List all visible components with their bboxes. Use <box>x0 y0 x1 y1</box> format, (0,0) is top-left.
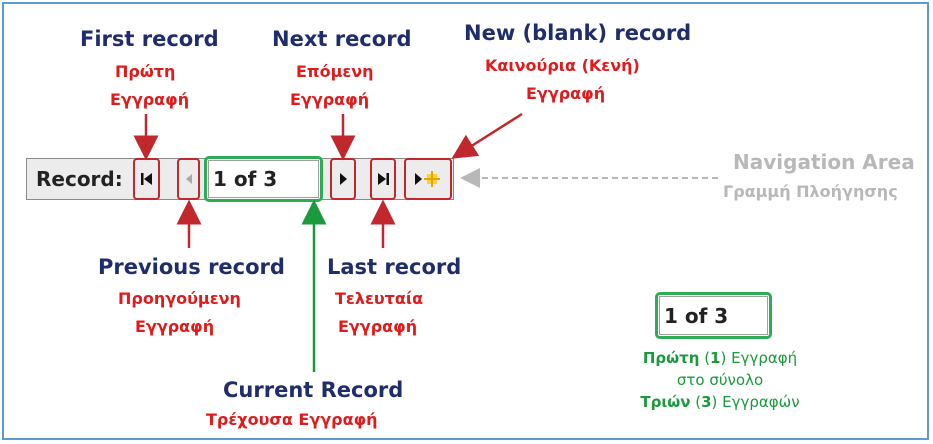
first-record-icon <box>140 173 152 185</box>
example-number: 1 <box>710 349 721 367</box>
next-record-label: Next record <box>272 27 412 51</box>
navigation-area-label: Navigation Area <box>733 150 915 174</box>
example-line-2: στο σύνολο <box>676 371 764 389</box>
arrow-new <box>451 112 523 159</box>
record-label: Record: <box>36 167 123 191</box>
last-record-icon <box>378 173 389 185</box>
new-record-label: New (blank) record <box>464 21 692 45</box>
current-record-greek: Τρέχουσα Εγγραφή <box>206 410 378 429</box>
last-record-label: Last record <box>327 255 462 279</box>
next-record-icon <box>340 173 347 185</box>
example-text: ( <box>699 349 711 367</box>
new-record-greek-2: Εγγραφή <box>526 84 606 103</box>
first-record-label: First record <box>80 27 219 51</box>
previous-record-button[interactable] <box>177 158 200 200</box>
new-record-icon <box>415 171 440 187</box>
example-description: Πρώτη (1) Εγγραφή στο σύνολο Τριών (3) Ε… <box>620 347 820 413</box>
new-record-button[interactable] <box>404 158 452 200</box>
last-record-button[interactable] <box>370 158 396 200</box>
first-record-greek-1: Πρώτη <box>115 62 176 81</box>
example-total-bold: Τριών <box>640 393 691 411</box>
previous-record-icon <box>185 174 192 184</box>
example-text: ( <box>690 393 702 411</box>
example-record-value: 1 of 3 <box>659 296 768 335</box>
last-record-greek-2: Εγγραφή <box>338 317 418 336</box>
last-record-greek-1: Τελευταία <box>335 289 424 308</box>
current-record-label: Current Record <box>223 378 404 402</box>
example-text: ) Εγγραφή <box>720 349 798 367</box>
example-number: 3 <box>701 393 712 411</box>
example-first-bold: Πρώτη <box>642 349 700 367</box>
first-record-greek-2: Εγγραφή <box>110 90 190 109</box>
previous-record-label: Previous record <box>98 255 285 279</box>
new-record-greek-1: Καινούρια (Κενή) <box>485 56 640 75</box>
next-record-greek-2: Εγγραφή <box>290 90 370 109</box>
previous-record-greek-2: Εγγραφή <box>135 317 215 336</box>
previous-record-greek-1: Προηγούμενη <box>118 289 241 308</box>
example-text: ) Εγγραφών <box>711 393 800 411</box>
current-record-input[interactable]: 1 of 3 <box>208 160 319 198</box>
navigation-area-greek: Γραμμή Πλοήγησης <box>723 182 898 201</box>
next-record-greek-1: Επόμενη <box>296 62 374 81</box>
